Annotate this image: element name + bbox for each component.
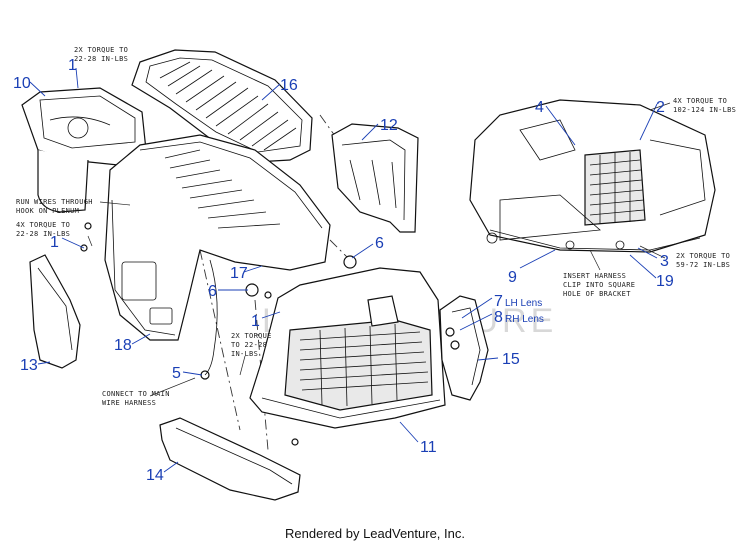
- callout-11: 11: [420, 439, 437, 456]
- callout-12: 12: [380, 117, 398, 134]
- note-torque-center-line3: IN-LBS: [231, 350, 258, 358]
- inset-assembled-view: [469, 99, 716, 253]
- note-torque-center-line1: 2X TORQUE: [231, 332, 272, 340]
- note-torque-left-line2: 22-28 IN-LBS: [16, 230, 70, 238]
- lh-lens-label: LH Lens: [505, 298, 542, 309]
- callout-6-left: 6: [208, 283, 217, 300]
- callout-9: 9: [508, 269, 517, 286]
- note-torque-right-bottom-line2: 59-72 IN-LBS: [676, 261, 730, 269]
- footer-credit: Rendered by LeadVenture, Inc.: [285, 526, 465, 541]
- callout-8: 8: [494, 309, 503, 326]
- part-air-intake-tray: [21, 87, 147, 213]
- rh-lens-label: RH Lens: [505, 314, 544, 325]
- note-torque-center-line2: TO 22-28: [231, 341, 267, 349]
- note-torque-right-top-line1: 4X TORQUE TO: [673, 97, 727, 105]
- callout-19: 19: [656, 273, 674, 290]
- callout-15: 15: [502, 351, 520, 368]
- note-torque-top-line1: 2X TORQUE TO: [74, 46, 128, 54]
- callout-6-right: 6: [375, 235, 384, 252]
- note-connect-harness-line2: WIRE HARNESS: [102, 399, 156, 407]
- callout-leaders: [29, 67, 658, 473]
- part-top-grille: [131, 49, 313, 163]
- note-run-wires-line1: RUN WIRES THROUGH: [16, 198, 93, 206]
- note-torque-right-top-line2: 102-124 IN-LBS: [673, 106, 736, 114]
- assembly-notes: 2X TORQUE TO 22-28 IN-LBS RUN WIRES THRO…: [16, 46, 736, 407]
- note-torque-right-bottom-line1: 2X TORQUE TO: [676, 252, 730, 260]
- callout-4: 4: [535, 99, 544, 116]
- part-left-lens-panel: [29, 254, 81, 369]
- callout-17: 17: [230, 265, 248, 282]
- callout-1-top: 1: [68, 57, 77, 74]
- callout-labels: 1 1 1 2 3 4 5 6 6 7 8 9 10 11 12 13 14 1…: [13, 57, 674, 484]
- callout-14: 14: [146, 467, 164, 484]
- note-insert-harness-line2: CLIP INTO SQUARE: [563, 281, 635, 289]
- note-run-wires-line2: HOOK ON PLENUM: [16, 207, 79, 215]
- callout-2: 2: [656, 99, 665, 116]
- note-torque-top-line2: 22-28 IN-LBS: [74, 55, 128, 63]
- callout-1-left: 1: [50, 234, 59, 251]
- note-torque-left-line1: 4X TORQUE TO: [16, 221, 70, 229]
- callout-5: 5: [172, 365, 181, 382]
- part-side-panel-right: [331, 123, 419, 233]
- callout-13: 13: [20, 357, 38, 374]
- callout-10: 10: [13, 75, 31, 92]
- note-insert-harness-line3: HOLE OF BRACKET: [563, 290, 631, 298]
- callout-16: 16: [280, 77, 298, 94]
- part-lower-skirt: [159, 417, 301, 501]
- note-leaders: [87, 102, 671, 397]
- callout-1-center: 1: [251, 313, 260, 330]
- callout-3: 3: [660, 253, 669, 270]
- note-connect-harness-line1: CONNECT TO MAIN: [102, 390, 170, 398]
- callout-7: 7: [494, 293, 503, 310]
- callout-18: 18: [114, 337, 132, 354]
- note-insert-harness-line1: INSERT HARNESS: [563, 272, 626, 280]
- part-hood-body: [104, 134, 331, 341]
- part-front-bumper: [249, 267, 446, 429]
